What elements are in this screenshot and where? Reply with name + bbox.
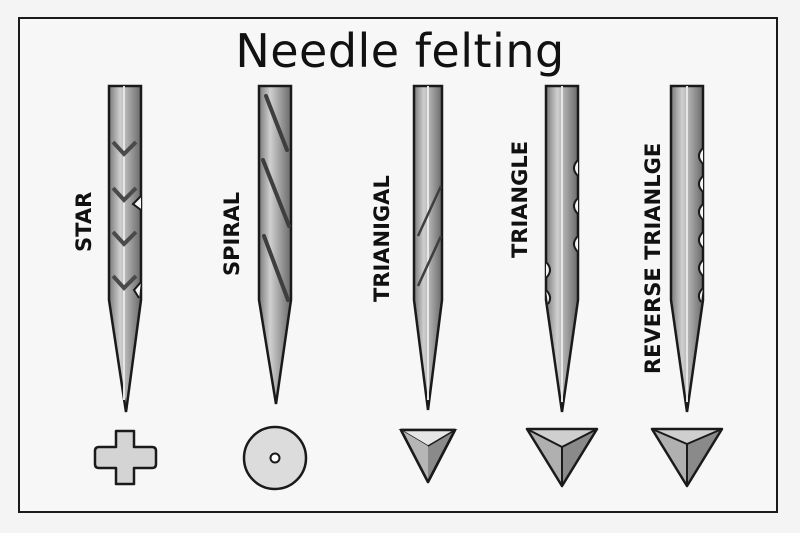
cross-section-reverse-triangle xyxy=(650,427,724,488)
cross-section-small-triangle xyxy=(398,428,458,484)
needle-label-triangle: TRIANGLE xyxy=(508,141,532,258)
needle-label-trianigal: TRIANIGAL xyxy=(370,175,394,302)
needle-star: STAR xyxy=(72,84,143,413)
needle-triangle: TRIANGLE xyxy=(508,84,580,413)
diagram-frame xyxy=(18,17,778,513)
needle-label-star: STAR xyxy=(72,192,96,252)
diagram-title: Needle felting xyxy=(235,24,565,78)
cross-section-circle xyxy=(242,425,308,491)
cross-section-plus xyxy=(93,429,158,486)
needle-reverse-triangle: REVERSE TRIANLGE xyxy=(641,84,705,413)
needle-label-spiral: SPIRAL xyxy=(220,192,244,276)
needle-label-reverse-triangle: REVERSE TRIANLGE xyxy=(641,143,665,374)
cross-section-faceted-triangle xyxy=(525,427,599,488)
needle-spiral: SPIRAL xyxy=(220,84,293,405)
needle-trianigal: TRIANIGAL xyxy=(370,84,444,411)
